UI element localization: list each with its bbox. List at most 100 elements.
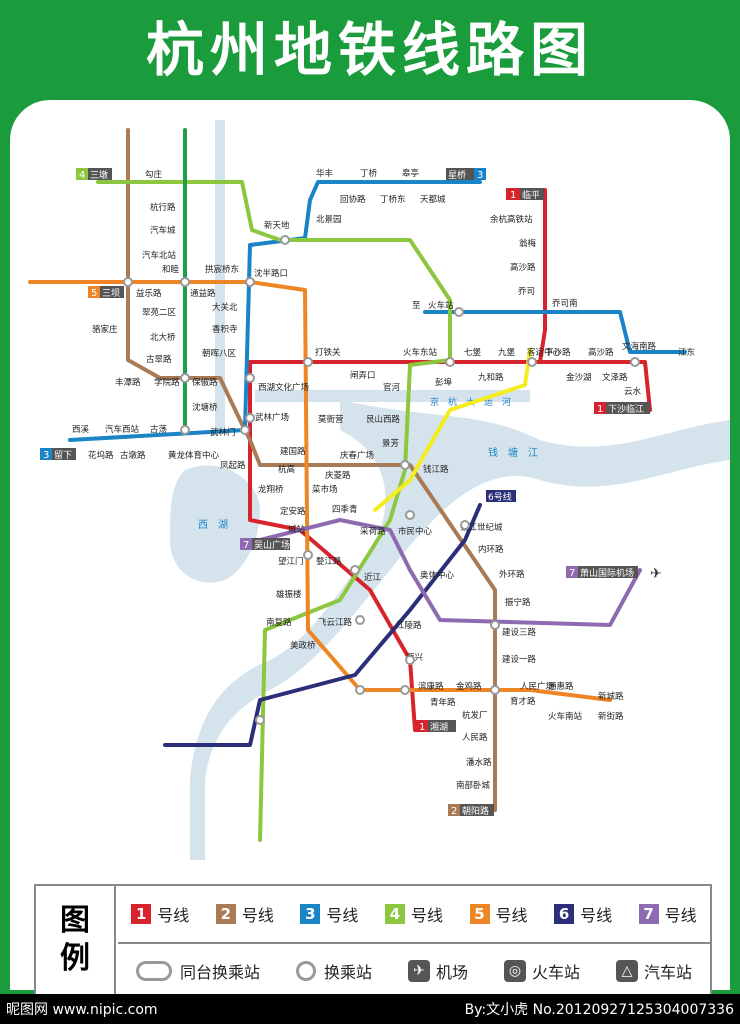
transfer-station-dot[interactable] — [405, 510, 415, 520]
transfer-station-dot[interactable] — [630, 357, 640, 367]
transfer-station-dot[interactable] — [180, 425, 190, 435]
station-label[interactable]: 天都城 — [420, 195, 446, 205]
station-label[interactable]: 高沙路 — [588, 347, 614, 358]
transfer-station-dot[interactable] — [527, 357, 537, 367]
station-label[interactable]: 新街路 — [598, 711, 624, 722]
station-label[interactable]: 莫衙营 — [318, 414, 344, 425]
station-label[interactable]: 和睦 — [162, 264, 180, 275]
station-label[interactable]: 武林门 — [210, 427, 236, 438]
station-label[interactable]: 客运中心 — [527, 347, 562, 358]
transfer-station-dot[interactable] — [180, 373, 190, 383]
station-label[interactable]: 北景园 — [316, 215, 342, 225]
station-label[interactable]: 高沙路 — [510, 262, 536, 273]
station-label[interactable]: 至 — [412, 301, 421, 311]
station-label[interactable]: 庆春广场 — [340, 450, 374, 461]
station-label[interactable]: 建设三路 — [502, 627, 537, 638]
station-label[interactable]: 武林广场 — [255, 412, 289, 423]
station-label[interactable]: 勾庄 — [145, 169, 163, 180]
station-label[interactable]: 南部卧城 — [456, 780, 491, 791]
station-label[interactable]: 古荡 — [150, 424, 168, 435]
transfer-station-dot[interactable] — [490, 685, 500, 695]
transfer-station-dot[interactable] — [245, 373, 255, 383]
station-label[interactable]: 景芳 — [382, 438, 399, 449]
station-label[interactable]: 新天地 — [264, 220, 290, 231]
transfer-station-dot[interactable] — [460, 520, 470, 530]
station-label[interactable]: 近江 — [364, 572, 382, 583]
transfer-station-dot[interactable] — [445, 357, 455, 367]
station-label[interactable]: 四季青 — [332, 504, 358, 515]
station-label[interactable]: 回协路 — [340, 194, 366, 205]
station-label[interactable]: 奥体中心 — [420, 570, 455, 581]
transfer-station-dot[interactable] — [240, 425, 250, 435]
station-label[interactable]: 新城路 — [598, 691, 624, 702]
station-label[interactable]: 官河 — [383, 382, 401, 393]
transfer-station-dot[interactable] — [180, 277, 190, 287]
station-label[interactable]: 香积寺 — [212, 324, 238, 335]
station-label[interactable]: 文海南路 — [622, 341, 657, 352]
station-label[interactable]: 大关北 — [212, 302, 238, 313]
station-label[interactable]: 婺江路 — [316, 556, 342, 567]
station-label[interactable]: 滨康路 — [418, 681, 444, 692]
station-label[interactable]: 古翠路 — [146, 354, 172, 365]
station-label[interactable]: 下沙路 — [545, 347, 571, 358]
station-label[interactable]: 火车站 — [428, 300, 454, 311]
station-label[interactable]: 城站 — [288, 524, 306, 535]
station-label[interactable]: 沈塘桥 — [192, 402, 218, 413]
station-label[interactable]: 美政桥 — [290, 640, 316, 651]
station-label[interactable]: 艮山西路 — [366, 414, 401, 425]
station-label[interactable]: 沈半路口 — [254, 268, 288, 279]
station-label[interactable]: 九堡 — [498, 347, 516, 358]
station-label[interactable]: 通益路 — [190, 288, 216, 299]
transfer-station-dot[interactable] — [245, 413, 255, 423]
station-label[interactable]: 花坞路 — [88, 450, 114, 461]
transfer-station-dot[interactable] — [405, 655, 415, 665]
station-label[interactable]: 乔司南 — [552, 298, 578, 309]
station-label[interactable]: 金鸡路 — [456, 681, 482, 692]
station-label[interactable]: 翁梅 — [519, 238, 537, 249]
station-label[interactable]: 内环路 — [478, 544, 504, 555]
station-label[interactable]: 七堡 — [464, 347, 482, 358]
transfer-station-dot[interactable] — [303, 550, 313, 560]
station-label[interactable]: 闸弄口 — [350, 371, 376, 381]
station-label[interactable]: 钱江世纪城 — [460, 522, 503, 533]
station-label[interactable]: 云水 — [624, 386, 642, 397]
station-label[interactable]: 火车东站 — [403, 347, 438, 358]
station-label[interactable]: 飞云江路 — [318, 617, 353, 628]
transfer-station-dot[interactable] — [123, 277, 133, 287]
station-label[interactable]: 外环路 — [499, 569, 525, 580]
transfer-station-dot[interactable] — [400, 685, 410, 695]
transfer-station-dot[interactable] — [350, 565, 360, 575]
station-label[interactable]: 凤起路 — [220, 460, 246, 471]
station-label[interactable]: 骆家庄 — [92, 324, 118, 335]
transfer-station-dot[interactable] — [355, 615, 365, 625]
station-label[interactable]: 西溪 — [72, 424, 90, 435]
station-label[interactable]: 保俶路 — [192, 377, 218, 388]
transfer-station-dot[interactable] — [280, 235, 290, 245]
station-label[interactable]: 龙翔桥 — [258, 484, 284, 495]
station-label[interactable]: 人民广场 — [520, 681, 554, 692]
station-label[interactable]: 汽车城 — [150, 225, 176, 236]
station-label[interactable]: 菜市场 — [312, 484, 338, 495]
station-label[interactable]: 青年路 — [430, 697, 456, 708]
station-label[interactable]: 乔司 — [518, 286, 535, 297]
station-label[interactable]: 余杭高铁站 — [490, 214, 533, 225]
station-label[interactable]: 杭行路 — [150, 202, 176, 213]
station-label[interactable]: 拱宸桥东 — [205, 264, 239, 275]
station-label[interactable]: 市民中心 — [398, 526, 433, 537]
transfer-station-dot[interactable] — [245, 277, 255, 287]
transfer-station-dot[interactable] — [490, 620, 500, 630]
station-label[interactable]: 彭埠 — [435, 377, 453, 388]
station-label[interactable]: 望江门 — [278, 556, 304, 567]
station-label[interactable]: 打铁关 — [315, 347, 341, 358]
station-label[interactable]: 建国路 — [280, 446, 306, 457]
station-label[interactable]: 西兴 — [406, 653, 424, 663]
station-label[interactable]: 育才路 — [510, 696, 536, 707]
transfer-station-dot[interactable] — [303, 357, 313, 367]
station-label[interactable]: 南复路 — [266, 617, 292, 628]
station-label[interactable]: 皋亭 — [402, 168, 419, 179]
station-label[interactable]: 黄龙体育中心 — [168, 450, 220, 461]
station-label[interactable]: 西湖文化广场 — [258, 382, 309, 393]
station-label[interactable]: 振宁路 — [505, 597, 531, 608]
station-label[interactable]: 朝晖八区 — [202, 349, 237, 359]
station-label[interactable]: 定安路 — [280, 506, 306, 517]
